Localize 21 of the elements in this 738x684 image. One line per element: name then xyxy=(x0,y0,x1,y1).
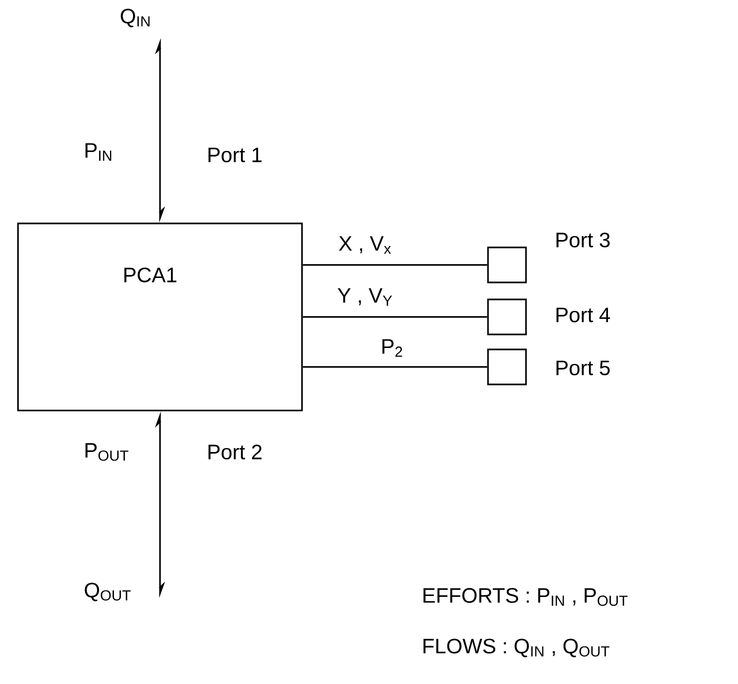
port-label: Port 5 xyxy=(556,360,610,376)
variable-label: Port 1 xyxy=(208,148,262,162)
connector-line xyxy=(302,264,488,266)
edge-label: X , V$_{x}$ xyxy=(337,235,393,255)
port-square xyxy=(487,246,527,284)
variable-label: EFFORTS : P$_{IN}$ , P$_{OUT}$ xyxy=(424,588,628,606)
port-square xyxy=(487,298,527,336)
variable-label: P$_{IN}$ xyxy=(86,143,112,161)
variable-label: Q$_{OUT}$ xyxy=(84,582,131,602)
edge-label: Y , V$_{Y}$ xyxy=(336,287,394,307)
variable-label: P$_{OUT}$ xyxy=(86,443,128,461)
variable-label: Port 2 xyxy=(208,444,262,460)
block-box: PCA1 xyxy=(17,222,303,412)
port-square xyxy=(487,348,527,386)
edge-label: P$_{2}$ xyxy=(380,338,404,358)
port-label: Port 3 xyxy=(556,232,610,248)
variable-label: FLOWS : Q$_{IN}$ , Q$_{OUT}$ xyxy=(424,638,610,658)
variable-label: Q$_{IN}$ xyxy=(120,8,150,28)
connector-line xyxy=(302,366,488,368)
port-label: Port 4 xyxy=(556,308,610,322)
connector-line xyxy=(302,316,488,318)
